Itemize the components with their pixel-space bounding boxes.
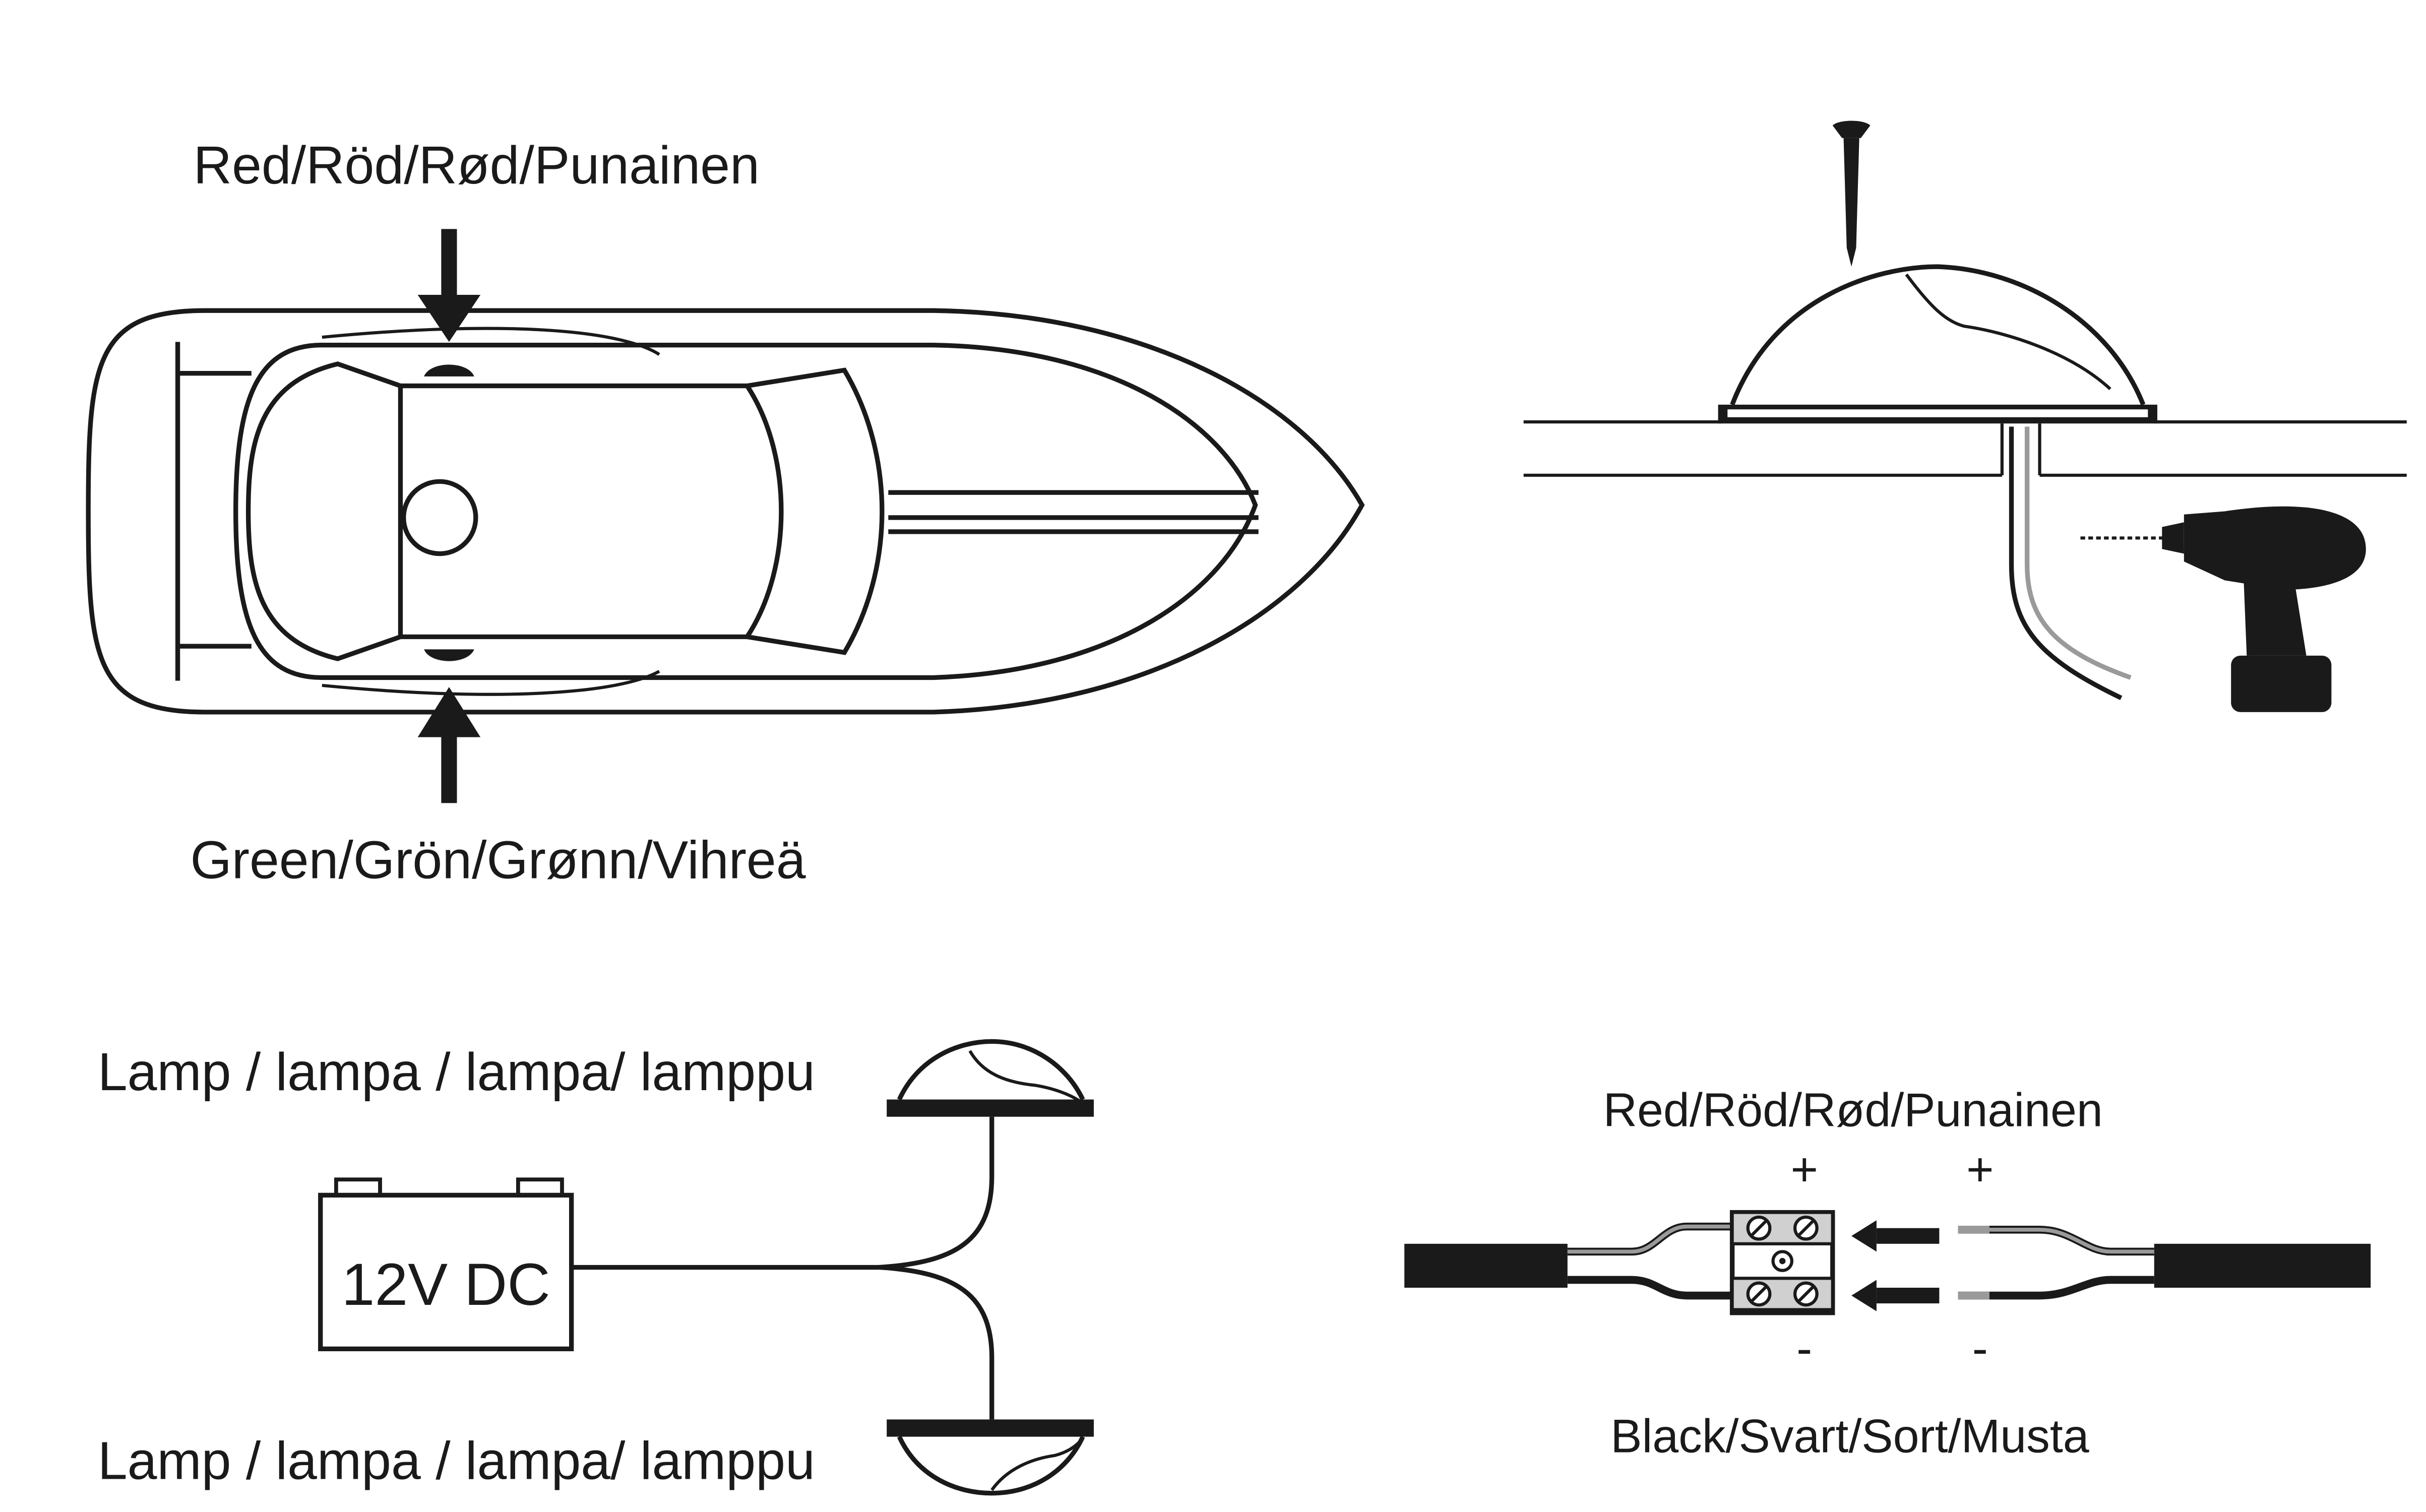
red-arrow-icon [417,229,481,342]
green-light-icon [424,649,474,661]
insert-arrow-bottom-icon [1851,1280,1940,1311]
lamp-top-icon [887,1039,1094,1117]
minus-left-label: - [1796,1321,1812,1374]
mounting-panel [1523,120,2407,712]
cable-right [2154,1243,2371,1288]
lamp-bottom-label: Lamp / lampa / lampa/ lamppu [98,1431,815,1491]
cable-left [1404,1243,1568,1288]
insert-arrow-top-icon [1851,1220,1940,1252]
lamp-bottom-icon [887,1419,1094,1496]
mounted-lamp-icon [1718,264,2157,424]
wiring-panel: Red/Röd/Rød/Punainen + + [1404,1083,2371,1463]
boat-hull [86,308,1365,715]
green-side-label: Green/Grön/Grønn/Vihreä [190,831,805,890]
red-side-label: Red/Röd/Rød/Punainen [194,136,760,195]
boat-panel: Red/Röd/Rød/Punainen Gree [86,136,1365,890]
circuit-wires [571,1116,994,1420]
minus-right-label: - [1972,1321,1988,1374]
screw-icon [1832,120,1871,267]
drill-icon [2080,506,2366,712]
battery-icon [318,1177,574,1352]
battery-label: 12V DC [342,1251,550,1318]
lamp-cable [2009,426,2132,701]
plus-left-label: + [1790,1143,1818,1196]
lamp-top-label: Lamp / lampa / lampa/ lamppu [98,1042,815,1102]
wires-left [1567,1222,1735,1300]
red-wire-label: Red/Röd/Rød/Punainen [1603,1083,2103,1136]
deck-surface [1523,420,2407,477]
black-wire-label: Black/Svart/Sort/Musta [1610,1410,2089,1463]
red-light-icon [424,364,474,376]
wires-right [1958,1226,2154,1300]
circuit-panel: Lamp / lampa / lampa/ lamppu Lamp / lamp… [98,1039,1094,1496]
terminal-block-icon [1729,1210,1835,1315]
green-arrow-icon [417,687,481,803]
plus-right-label: + [1966,1143,1994,1196]
